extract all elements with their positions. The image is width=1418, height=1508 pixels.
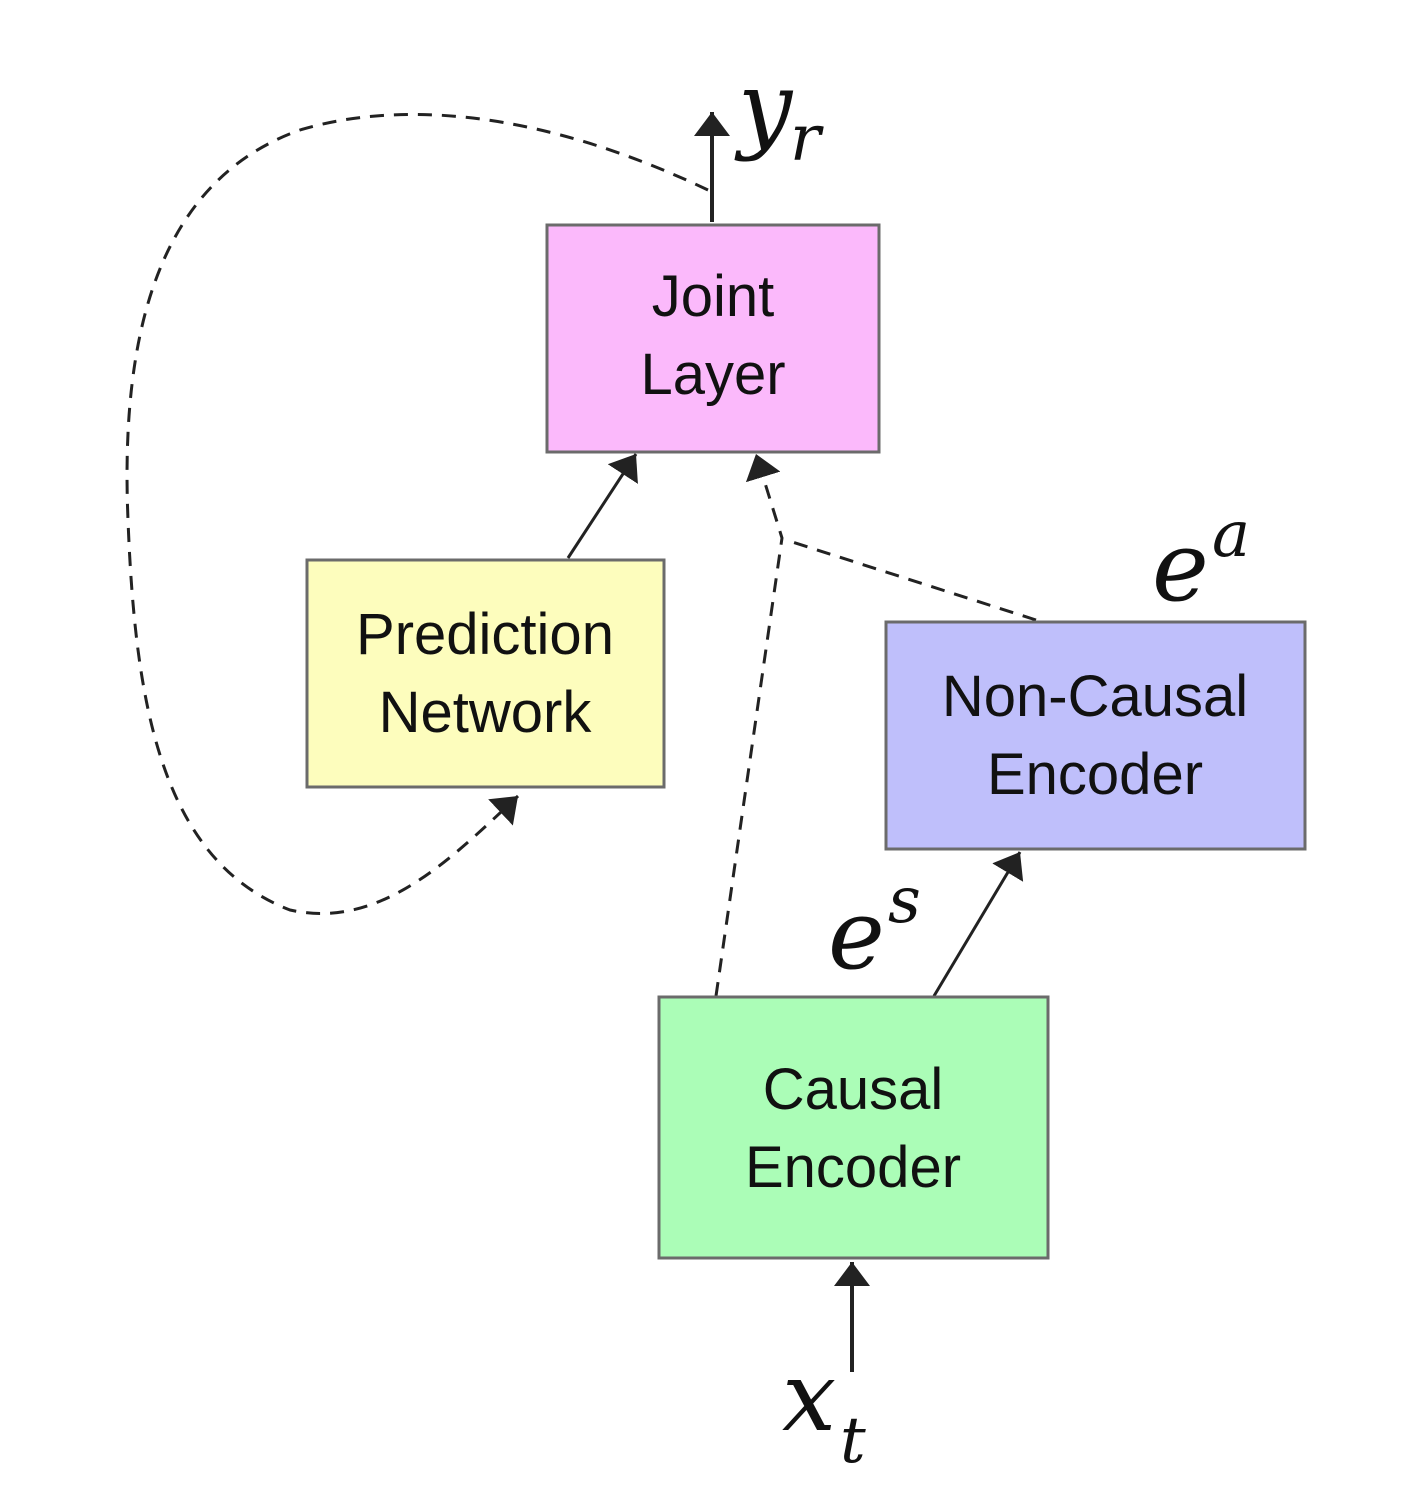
causal-encoder-node: Causal Encoder xyxy=(657,995,1050,1260)
e-s-sup: s xyxy=(888,864,921,938)
joint-layer-label-line1: Joint xyxy=(652,264,775,329)
noncausal-encoder-box xyxy=(884,620,1307,851)
causal-encoder-label-line1: Causal xyxy=(763,1057,944,1122)
noncausal-encoder-label-line1: Non-Causal xyxy=(942,664,1248,729)
symbol-e-s: e s xyxy=(828,864,921,991)
joint-layer-node: Joint Layer xyxy=(545,223,881,454)
output-symbol-y-r: y r xyxy=(734,51,824,176)
prediction-network-box xyxy=(305,558,666,789)
joint-layer-label-line2: Layer xyxy=(640,342,785,407)
input-symbol-sub: t xyxy=(840,1404,866,1478)
noncausal-encoder-node: Non-Causal Encoder xyxy=(884,620,1307,851)
prediction-network-label-line1: Prediction xyxy=(356,602,614,667)
causal-encoder-box xyxy=(657,995,1050,1260)
noncausal-encoder-label-line2: Encoder xyxy=(987,742,1203,807)
input-symbol-x-t: x t xyxy=(782,1341,866,1478)
feedback-loop-dashed-arrow xyxy=(125,112,709,915)
e-s-base: e xyxy=(828,879,885,991)
causal-to-joint-dashed-arrow xyxy=(714,453,784,997)
causal-to-noncausal-arrow xyxy=(932,851,1024,997)
prediction-to-joint-arrow xyxy=(566,453,638,559)
causal-encoder-label-line2: Encoder xyxy=(745,1135,961,1200)
symbol-e-a: e a xyxy=(1152,498,1250,623)
prediction-network-label-line2: Network xyxy=(379,680,593,745)
e-a-base: e xyxy=(1152,511,1209,623)
noncausal-to-joint-dashed-line xyxy=(785,538,1037,622)
input-symbol-base: x xyxy=(782,1341,836,1453)
e-a-sup: a xyxy=(1212,498,1250,572)
output-symbol-base: y xyxy=(734,51,794,163)
output-symbol-sub: r xyxy=(790,102,824,176)
prediction-network-node: Prediction Network xyxy=(305,558,666,789)
joint-layer-box xyxy=(545,223,881,454)
